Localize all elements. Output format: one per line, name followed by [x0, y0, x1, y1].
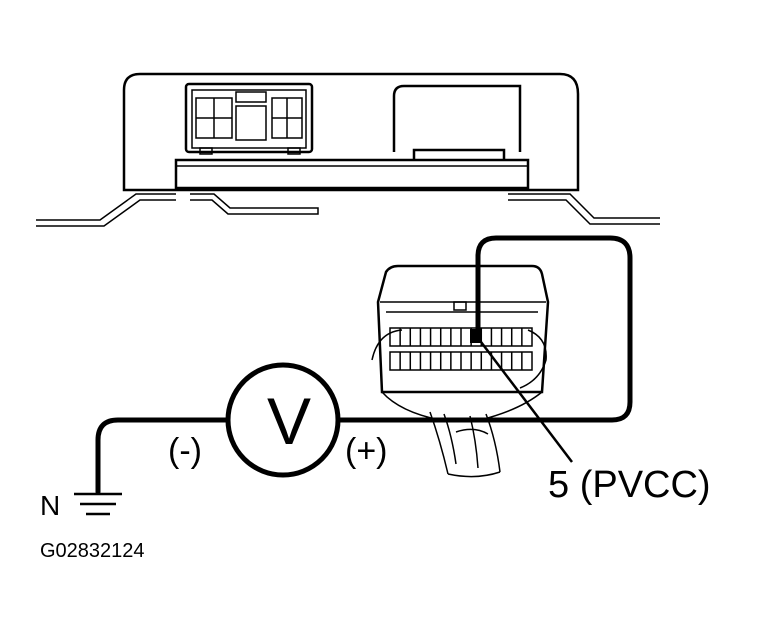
- negative-lead-wire: [95, 417, 231, 495]
- positive-lead-wire: [335, 235, 633, 423]
- voltmeter: [225, 362, 341, 478]
- negative-terminal-label: (-): [168, 432, 202, 470]
- connector-seal: [371, 329, 547, 389]
- voltmeter-symbol: V: [266, 384, 312, 458]
- ground-symbol: [74, 492, 122, 516]
- terminal-label: 5 (PVCC): [548, 464, 711, 506]
- figure-code: G02832124: [40, 540, 145, 562]
- ecu-connector-right: [392, 84, 522, 160]
- ground-label: N: [40, 490, 61, 521]
- ecu-base-plate: [174, 158, 530, 190]
- ecu-connector-left: [184, 82, 314, 155]
- ecu-housing: [122, 72, 580, 192]
- positive-terminal-label: (+): [345, 432, 388, 470]
- terminal-leader-line: [477, 337, 573, 463]
- harness-connector-body: [376, 264, 550, 394]
- ecu-unit: [36, 72, 660, 227]
- ecu-mounting-bracket: [36, 193, 660, 227]
- harness-connector: [371, 264, 550, 421]
